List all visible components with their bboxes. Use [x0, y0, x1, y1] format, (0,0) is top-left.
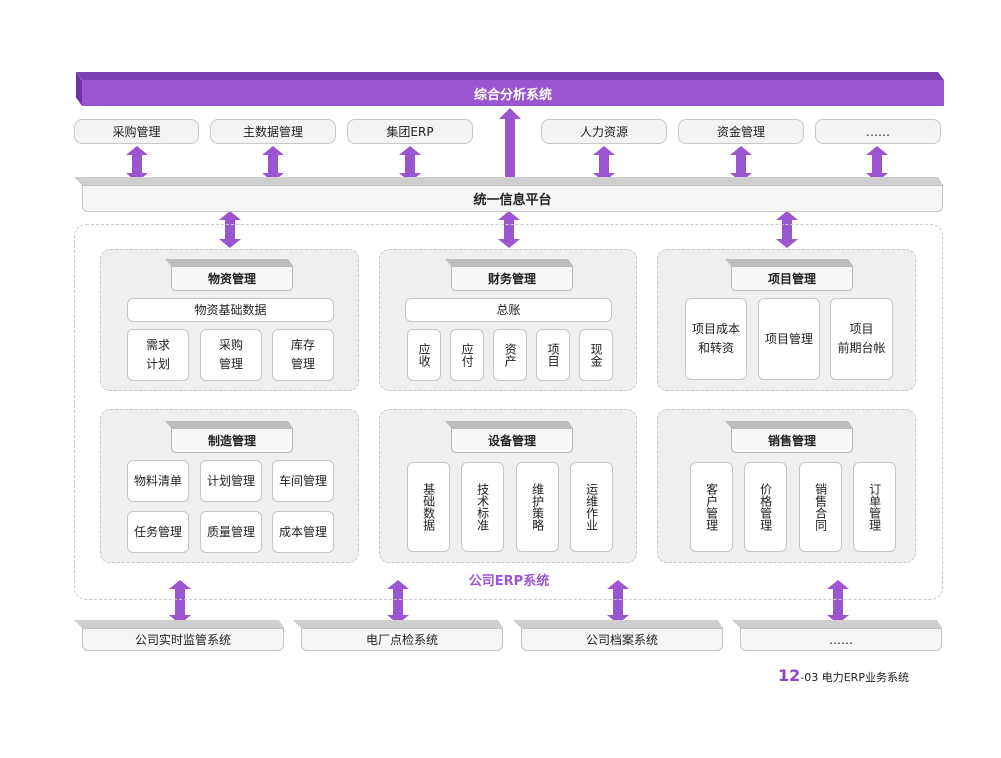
equipment-item: 运维作业: [570, 462, 613, 552]
external-system-more: ……: [732, 620, 942, 651]
figure-caption: 12-03 电力ERP业务系统: [778, 666, 909, 685]
peer-system-procurement: 采购管理: [74, 119, 199, 144]
finance-title-tab: 财务管理: [445, 259, 573, 291]
sales-item: 订单管理: [853, 462, 896, 552]
finance-item: 应收: [407, 329, 441, 381]
sales-title-tab: 销售管理: [725, 421, 853, 453]
manufacturing-title-tab: 制造管理: [165, 421, 293, 453]
materials-item: 需求 计划: [127, 329, 189, 381]
equipment-item: 基础数据: [407, 462, 450, 552]
manufacturing-item: 车间管理: [272, 460, 334, 502]
company-erp-label: 公司ERP系统: [468, 574, 550, 589]
external-system-archive: 公司档案系统: [513, 620, 723, 651]
materials-title-tab: 物资管理: [165, 259, 293, 291]
unified-platform-bar: 统一信息平台: [74, 177, 943, 212]
equipment-item: 维护策略: [516, 462, 559, 552]
materials-item: 库存 管理: [272, 329, 334, 381]
peer-system-funds: 资金管理: [678, 119, 804, 144]
peer-system-hr: 人力资源: [541, 119, 667, 144]
company-erp-frame: [74, 224, 943, 600]
caption-number: 12: [778, 666, 801, 685]
platform-to-analysis-arrow: [499, 108, 521, 181]
project-item: 项目 前期台帐: [830, 298, 893, 380]
finance-item: 资产: [493, 329, 527, 381]
materials-base-data: 物资基础数据: [127, 298, 334, 322]
project-item: 项目成本 和转资: [685, 298, 747, 380]
peer-system-group-erp: 集团ERP: [347, 119, 473, 144]
peer-system-more: ……: [815, 119, 941, 144]
peer-system-master-data: 主数据管理: [210, 119, 336, 144]
manufacturing-item: 物料清单: [127, 460, 189, 502]
project-title-tab: 项目管理: [725, 259, 853, 291]
analysis-system-label: 综合分析系统: [82, 80, 944, 106]
analysis-system-bar: 综合分析系统: [76, 72, 944, 106]
finance-item: 项目: [536, 329, 570, 381]
caption-text: -03 电力ERP业务系统: [800, 671, 909, 684]
finance-general-ledger: 总账: [405, 298, 612, 322]
materials-item: 采购 管理: [200, 329, 262, 381]
equipment-item: 技术标准: [461, 462, 504, 552]
sales-item: 销售合同: [799, 462, 842, 552]
unified-platform-label: 统一信息平台: [82, 185, 943, 212]
finance-item: 现金: [579, 329, 613, 381]
equipment-title-tab: 设备管理: [445, 421, 573, 453]
external-system-monitoring: 公司实时监管系统: [74, 620, 284, 651]
finance-item: 应付: [450, 329, 484, 381]
project-item: 项目管理: [758, 298, 820, 380]
manufacturing-item: 计划管理: [200, 460, 262, 502]
manufacturing-item: 成本管理: [272, 511, 334, 553]
manufacturing-item: 质量管理: [200, 511, 262, 553]
sales-item: 客户管理: [690, 462, 733, 552]
sales-item: 价格管理: [744, 462, 787, 552]
external-system-inspection: 电厂点检系统: [293, 620, 503, 651]
manufacturing-item: 任务管理: [127, 511, 189, 553]
